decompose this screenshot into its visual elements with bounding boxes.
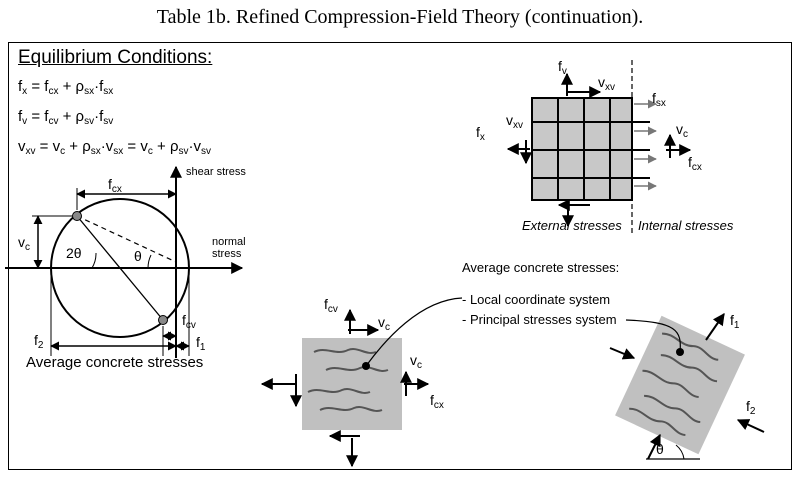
principal-element-diagram xyxy=(609,313,765,460)
mohr-f2-label: f2 xyxy=(34,332,44,351)
table-panel xyxy=(8,42,792,470)
point-a xyxy=(72,211,82,221)
normal-stress-label: normal stress xyxy=(212,236,246,260)
element-fx-label: fx xyxy=(476,124,485,143)
diameter-line xyxy=(76,215,164,321)
mohr-2theta-label: 2θ xyxy=(66,245,82,261)
table-caption: Table 1b. Refined Compression-Field Theo… xyxy=(156,6,644,28)
avg-fcv-label: fcv xyxy=(324,296,338,315)
leader-local xyxy=(365,297,463,367)
leader-principal xyxy=(625,319,681,353)
element-fv-label: fv xyxy=(558,58,567,77)
arc-2theta xyxy=(91,252,97,269)
avg-heading: Average concrete stresses: xyxy=(462,260,620,275)
equation-vxv: vxv = vc + ρsx·vsx = vc + ρsv·vsv xyxy=(18,138,211,157)
avg-f2-label: f2 xyxy=(746,398,756,417)
equilibrium-title: Equilibrium Conditions: xyxy=(18,47,213,68)
external-stresses-label: External stresses xyxy=(522,218,622,233)
local-coordinate-label: - Local coordinate system xyxy=(462,292,611,307)
mohr-vc-label: vc xyxy=(18,234,30,253)
mohr-theta-label: θ xyxy=(134,248,142,264)
equation-fx: fx = fcx + ρsx·fsx xyxy=(18,78,114,97)
dashed-line xyxy=(76,215,177,263)
point-b xyxy=(158,315,168,325)
mohr-caption: Average concrete stresses xyxy=(26,354,204,371)
mohr-fcx-label: fcx xyxy=(108,176,122,195)
avg-fcx-label: fcx xyxy=(430,392,444,411)
avg-vc-right-label: vc xyxy=(410,352,422,371)
mohr-fcv-label: fcv xyxy=(182,312,196,331)
reinforced-element-diagram xyxy=(506,60,692,236)
element-fsx-label: fsx xyxy=(652,90,666,109)
internal-stresses-label: Internal stresses xyxy=(638,218,734,233)
shear-stress-label: shear stress xyxy=(186,166,246,178)
mohr-circle-diagram xyxy=(5,165,244,358)
mohr-f1-label: f1 xyxy=(196,334,206,353)
element-vc-label: vc xyxy=(676,121,688,140)
avg-f1-label: f1 xyxy=(730,312,740,331)
principal-system-label: - Principal stresses system xyxy=(462,312,617,327)
concrete-square xyxy=(302,338,402,430)
element-vxv-top-label: vxv xyxy=(598,74,615,93)
element-fcx-label: fcx xyxy=(688,154,702,173)
avg-theta-label: θ xyxy=(656,441,664,457)
element-vxv-left-label: vxv xyxy=(506,112,523,131)
equation-fv: fv = fcv + ρsv·fsv xyxy=(18,108,114,127)
concrete-element-diagram xyxy=(260,297,463,468)
arc-theta xyxy=(147,254,152,269)
avg-vc-top-label: vc xyxy=(378,314,390,333)
